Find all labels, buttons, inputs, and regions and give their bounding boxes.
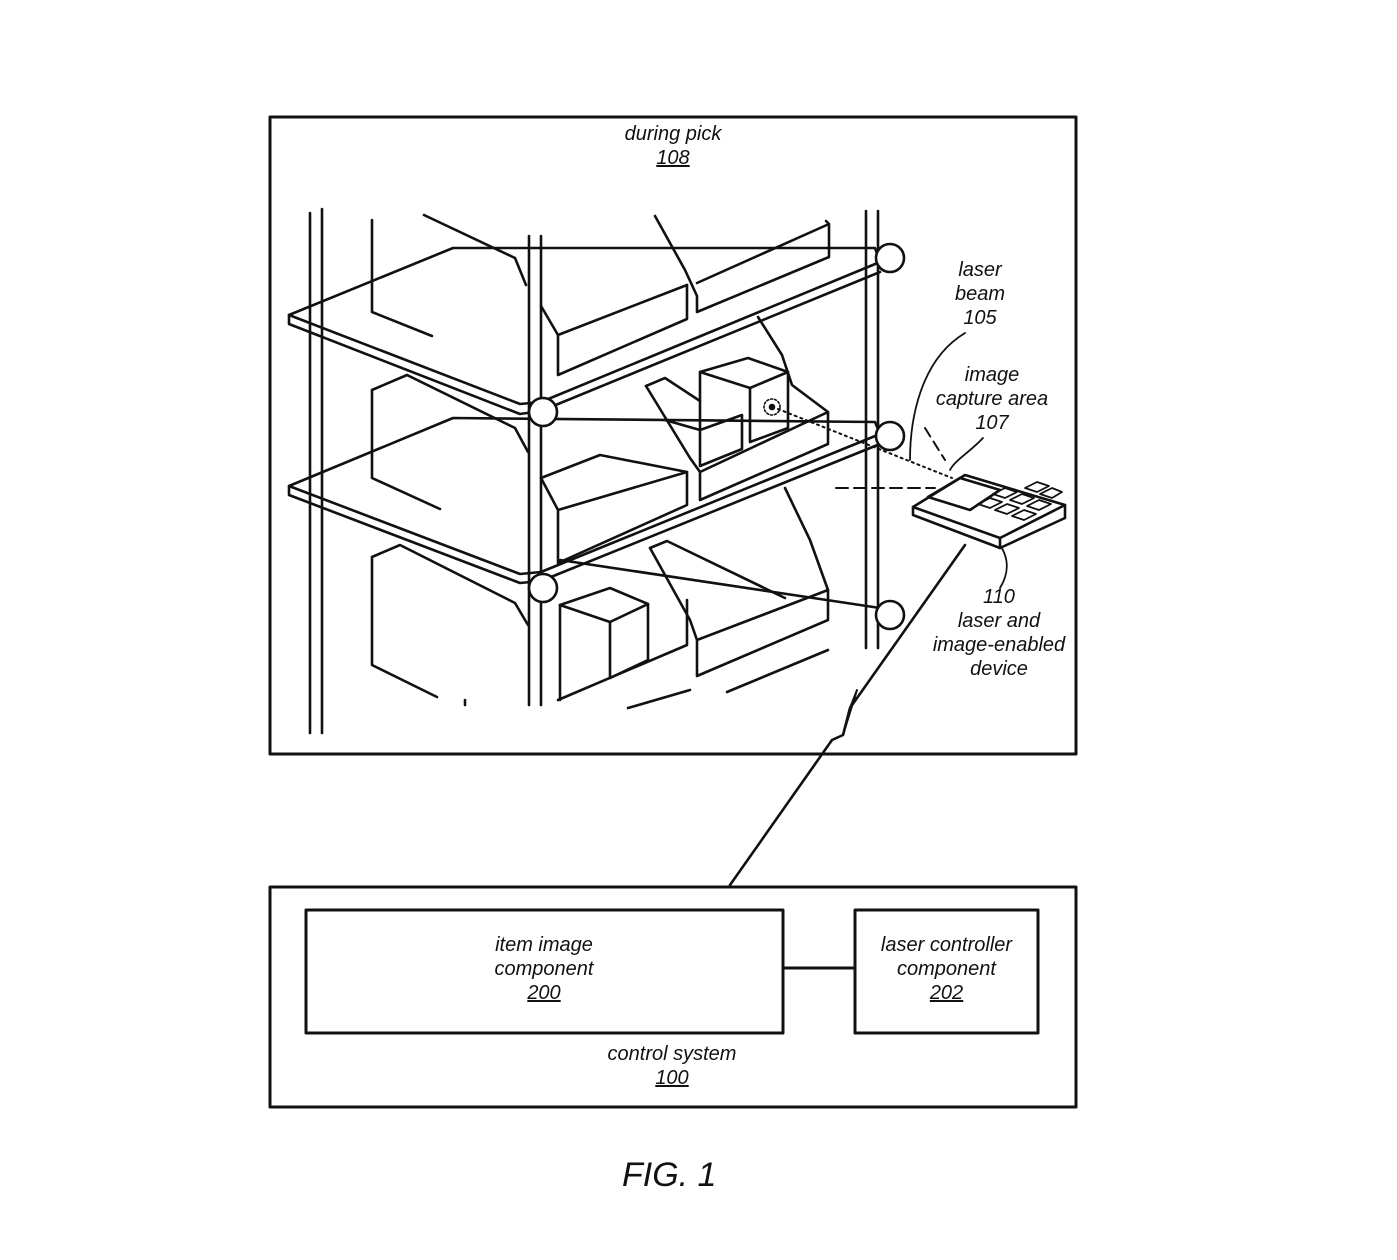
capture-area-label: image capture area 107: [922, 363, 1062, 435]
laser-beam-line: [777, 408, 953, 479]
item-image-component-box: [304, 908, 785, 1035]
laser-controller-component-box: [853, 908, 1040, 1035]
item-image-text2: component: [494, 958, 594, 980]
laser-controller-text2: component: [897, 958, 996, 980]
laser-beam-text1: laser: [958, 259, 1002, 281]
control-system-ref: 100: [655, 1067, 689, 1089]
item-image-ref: 200: [527, 982, 561, 1004]
device-text3: device: [970, 658, 1028, 680]
shelving-unit: [287, 207, 906, 735]
control-system-label: control system 100: [572, 1042, 772, 1090]
figure-caption: FIG. 1: [622, 1156, 717, 1194]
laser-controller-text1: laser controller: [880, 934, 1013, 956]
laser-beam-text2: beam: [954, 283, 1006, 305]
handheld-device-icon: [911, 473, 1067, 550]
capture-area-text2: capture area: [935, 388, 1049, 410]
laser-controller-ref: 202: [929, 982, 964, 1004]
capture-area-ref: 107: [975, 412, 1009, 434]
device-text2: image-enabled: [932, 634, 1066, 656]
during-pick-panel: [268, 115, 1078, 756]
capture-area-text1: image: [964, 364, 1020, 386]
capture-area-line-upper: [924, 427, 946, 461]
device-leader: [999, 544, 1008, 589]
during-pick-ref: 108: [656, 147, 690, 169]
laser-beam-label: laser beam 105: [930, 258, 1030, 330]
laser-beam-leader: [909, 332, 966, 461]
during-pick-label: during pick 108: [600, 122, 746, 170]
item-image-component-label: item image component 200: [444, 933, 644, 1005]
device-label: 110 laser and image-enabled device: [920, 585, 1078, 681]
item-image-text1: item image: [495, 934, 593, 956]
laser-target-icon: [763, 398, 781, 416]
laser-controller-component-label: laser controller component 202: [857, 933, 1036, 1005]
laser-beam-ref: 105: [963, 307, 997, 329]
during-pick-title: during pick: [624, 123, 722, 145]
control-system-title: control system: [607, 1043, 737, 1065]
control-system-box: [268, 885, 1078, 1109]
device-ref: 110: [983, 586, 1015, 608]
device-text1: laser and: [957, 610, 1041, 632]
capture-area-leader: [949, 437, 984, 471]
